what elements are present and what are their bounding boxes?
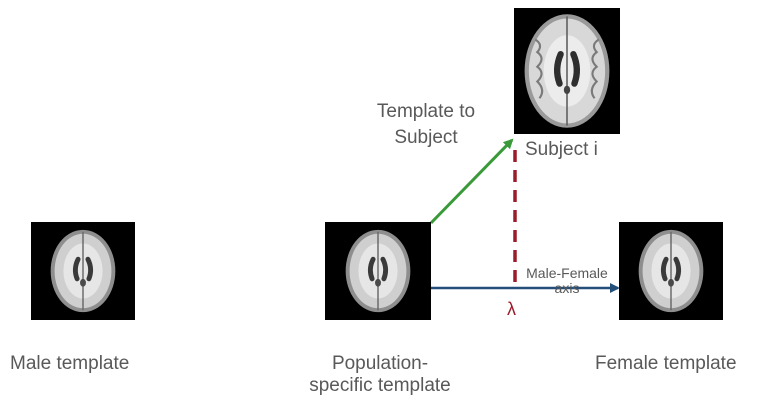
template-to-line1: Template to xyxy=(376,101,476,122)
brain-icon xyxy=(638,229,704,313)
template-to-subject-arrow xyxy=(429,138,514,225)
template-to-line2: Subject xyxy=(394,127,458,148)
template-to-subject-label: Template to Subject xyxy=(362,101,490,149)
male-template-label: Male template xyxy=(10,353,130,374)
brain-icon xyxy=(345,229,411,313)
population-template-image xyxy=(325,222,431,320)
axis-label-line2: axis xyxy=(554,280,580,296)
subject-label: Subject i xyxy=(525,139,598,160)
lambda-label: λ xyxy=(507,299,516,319)
population-label-line2: specific template xyxy=(309,375,451,396)
female-template-image xyxy=(619,222,723,320)
male-template-image xyxy=(31,222,135,320)
population-template-label: Population- specific template xyxy=(298,353,462,397)
female-template-label: Female template xyxy=(595,353,737,374)
brain-icon xyxy=(50,229,116,313)
male-female-axis-label: Male-Female axis xyxy=(514,266,620,296)
subject-image xyxy=(514,8,620,134)
population-label-line1: Population- xyxy=(331,353,429,374)
axis-label-line1: Male-Female xyxy=(526,265,608,281)
brain-icon xyxy=(524,14,610,128)
